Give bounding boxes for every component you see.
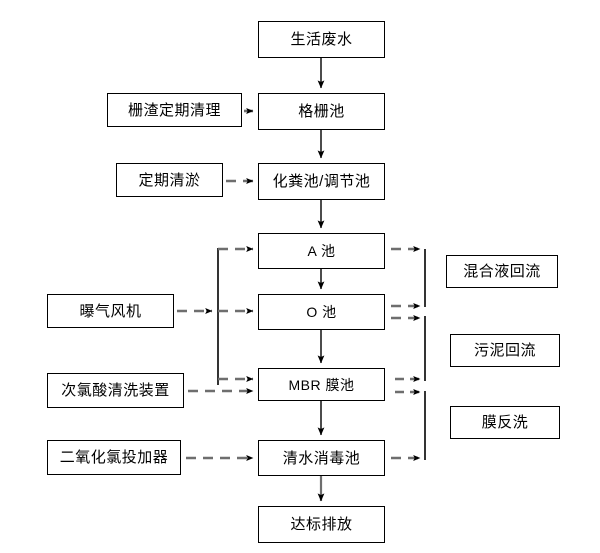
- node-chlorine-dioxide-doser-label: 二氧化氯投加器: [59, 449, 169, 466]
- node-desilting-label: 定期清淤: [138, 171, 201, 189]
- node-sludge-return[interactable]: 污泥回流: [450, 334, 560, 367]
- node-inflow[interactable]: 生活废水: [258, 21, 385, 58]
- node-o-tank-label: O 池: [306, 304, 337, 320]
- node-a-tank-label: A 池: [307, 243, 336, 259]
- node-inflow-label: 生活废水: [290, 31, 353, 48]
- node-aeration-blower[interactable]: 曝气风机: [47, 294, 174, 328]
- node-mixed-liquor-return[interactable]: 混合液回流: [446, 255, 558, 288]
- node-discharge-label: 达标排放: [290, 516, 353, 533]
- node-mbr-tank[interactable]: MBR 膜池: [258, 368, 385, 401]
- node-hypochlorous-cleaning-device-label: 次氯酸清洗装置: [61, 382, 170, 399]
- node-clean-water-disinfection-tank-label: 清水消毒池: [282, 449, 361, 467]
- node-septic-tank-label: 化粪池/调节池: [272, 173, 371, 190]
- node-chlorine-dioxide-doser[interactable]: 二氧化氯投加器: [47, 440, 181, 475]
- node-grit-cleaning[interactable]: 栅渣定期清理: [107, 93, 242, 127]
- node-mixed-liquor-return-label: 混合液回流: [463, 263, 541, 280]
- node-grid-tank-label: 格栅池: [298, 103, 345, 120]
- node-o-tank[interactable]: O 池: [258, 294, 385, 330]
- node-membrane-backwash[interactable]: 膜反洗: [450, 406, 560, 439]
- node-aeration-blower-label: 曝气风机: [79, 302, 142, 320]
- node-desilting[interactable]: 定期清淤: [116, 163, 223, 197]
- node-membrane-backwash-label: 膜反洗: [481, 414, 529, 431]
- node-discharge[interactable]: 达标排放: [258, 506, 385, 543]
- node-mbr-tank-label: MBR 膜池: [288, 376, 355, 393]
- node-sludge-return-label: 污泥回流: [473, 342, 536, 359]
- node-hypochlorous-cleaning-device[interactable]: 次氯酸清洗装置: [47, 373, 184, 408]
- node-grid-tank[interactable]: 格栅池: [258, 93, 385, 130]
- node-clean-water-disinfection-tank[interactable]: 清水消毒池: [258, 440, 385, 476]
- node-a-tank[interactable]: A 池: [258, 233, 385, 269]
- node-grit-cleaning-label: 栅渣定期清理: [127, 101, 221, 119]
- node-septic-tank[interactable]: 化粪池/调节池: [258, 163, 385, 200]
